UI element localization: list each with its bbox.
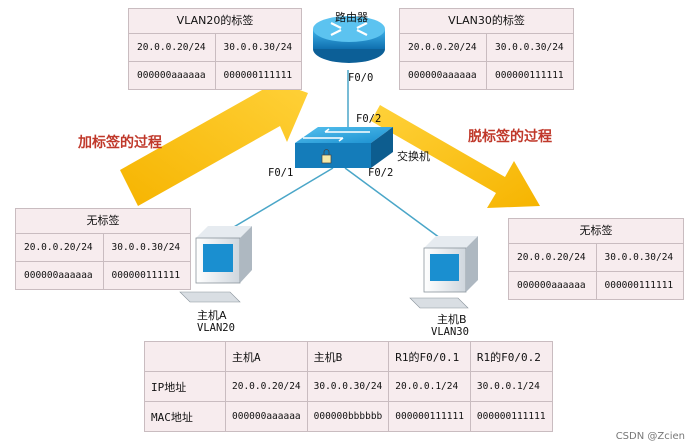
- host-a-vlan-label: VLAN20: [197, 322, 235, 334]
- table-cell: 20.0.0.1/24: [388, 371, 471, 402]
- mac-row: 000000aaaaaa 000000111111: [129, 62, 301, 89]
- table-cell: 20.0.0.20/24: [225, 371, 308, 402]
- host-b-computer-icon: [409, 236, 478, 309]
- table-cell: 30.0.0.1/24: [469, 371, 553, 402]
- watermark: CSDN @Zcien: [615, 431, 685, 442]
- dest-mac: 000000111111: [214, 62, 302, 89]
- router-icon: [313, 16, 385, 63]
- untagged-title: 无标签: [16, 209, 190, 234]
- dest-ip: 30.0.0.30/24: [595, 244, 684, 271]
- untagged-left-box: 无标签 20.0.0.20/24 30.0.0.30/24 000000aaaa…: [15, 208, 191, 290]
- remove-tag-process-label: 脱标签的过程: [468, 129, 552, 145]
- dest-mac: 000000111111: [486, 62, 573, 89]
- switch-port-right-label: F0/2: [368, 167, 394, 179]
- table-cell: 30.0.0.30/24: [306, 371, 390, 402]
- address-table: 主机A 主机B R1的F0/0.1 R1的F0/0.2 IP地址 20.0.0.…: [144, 341, 553, 432]
- table-row: MAC地址 000000aaaaaa 000000bbbbbb 00000011…: [144, 401, 553, 432]
- vlan30-tag-box: VLAN30的标签 20.0.0.20/24 30.0.0.30/24 0000…: [399, 8, 574, 90]
- mac-row: 000000aaaaaa 000000111111: [16, 262, 190, 289]
- source-ip: 20.0.0.20/24: [517, 252, 586, 263]
- source-mac: 000000aaaaaa: [24, 270, 93, 281]
- table-header-row: 主机A 主机B R1的F0/0.1 R1的F0/0.2: [144, 341, 553, 372]
- switch-port-left-label: F0/1: [268, 167, 294, 179]
- untagged-title: 无标签: [509, 219, 683, 244]
- table-cell: 000000bbbbbb: [306, 401, 390, 432]
- ip-row: 20.0.0.20/24 30.0.0.30/24: [509, 244, 683, 272]
- table-cell: MAC地址: [144, 401, 226, 432]
- switch-icon: [295, 127, 393, 168]
- vlan20-tag-box: VLAN20的标签 20.0.0.20/24 30.0.0.30/24 0000…: [128, 8, 302, 90]
- source-ip: 20.0.0.20/24: [408, 42, 477, 53]
- dest-mac: 000000111111: [102, 262, 191, 289]
- switch-label: 交换机: [397, 150, 430, 163]
- host-b-vlan-label: VLAN30: [431, 326, 469, 338]
- add-tag-process-label: 加标签的过程: [78, 135, 162, 151]
- mac-row: 000000aaaaaa 000000111111: [509, 272, 683, 299]
- ip-row: 20.0.0.20/24 30.0.0.30/24: [16, 234, 190, 262]
- table-cell: 000000111111: [388, 401, 471, 432]
- dest-mac: 000000111111: [595, 272, 684, 299]
- dest-ip: 30.0.0.30/24: [102, 234, 191, 261]
- table-header-cell: R1的F0/0.2: [469, 341, 553, 372]
- remove-tag-arrow: [371, 105, 540, 208]
- table-header-cell: R1的F0/0.1: [388, 341, 471, 372]
- source-mac: 000000aaaaaa: [408, 70, 477, 81]
- host-a-label: 主机A: [197, 309, 227, 322]
- mac-row: 000000aaaaaa 000000111111: [400, 62, 573, 89]
- host-b-label: 主机B: [437, 313, 467, 326]
- table-header-cell: [144, 341, 226, 372]
- table-cell: IP地址: [144, 371, 226, 402]
- table-header-cell: 主机B: [306, 341, 390, 372]
- source-mac: 000000aaaaaa: [137, 70, 206, 81]
- vlan20-tag-title: VLAN20的标签: [129, 9, 301, 34]
- switch-host-b-link: [344, 167, 441, 239]
- add-tag-arrow: [120, 74, 308, 206]
- vlan30-tag-title: VLAN30的标签: [400, 9, 573, 34]
- untagged-right-box: 无标签 20.0.0.20/24 30.0.0.30/24 000000aaaa…: [508, 218, 684, 300]
- ip-row: 20.0.0.20/24 30.0.0.30/24: [400, 34, 573, 62]
- table-cell: 000000aaaaaa: [225, 401, 308, 432]
- source-ip: 20.0.0.20/24: [137, 42, 206, 53]
- ip-row: 20.0.0.20/24 30.0.0.30/24: [129, 34, 301, 62]
- router-label: 路由器: [335, 11, 368, 24]
- dest-ip: 30.0.0.30/24: [214, 34, 302, 61]
- table-header-cell: 主机A: [225, 341, 308, 372]
- host-a-computer-icon: [179, 226, 252, 303]
- table-cell: 000000111111: [469, 401, 553, 432]
- source-ip: 20.0.0.20/24: [24, 242, 93, 253]
- source-mac: 000000aaaaaa: [517, 280, 586, 291]
- router-port-label: F0/0: [348, 72, 374, 84]
- table-row: IP地址 20.0.0.20/24 30.0.0.30/24 20.0.0.1/…: [144, 371, 553, 402]
- dest-ip: 30.0.0.30/24: [486, 34, 573, 61]
- switch-uplink-port-label: F0/2: [356, 113, 382, 125]
